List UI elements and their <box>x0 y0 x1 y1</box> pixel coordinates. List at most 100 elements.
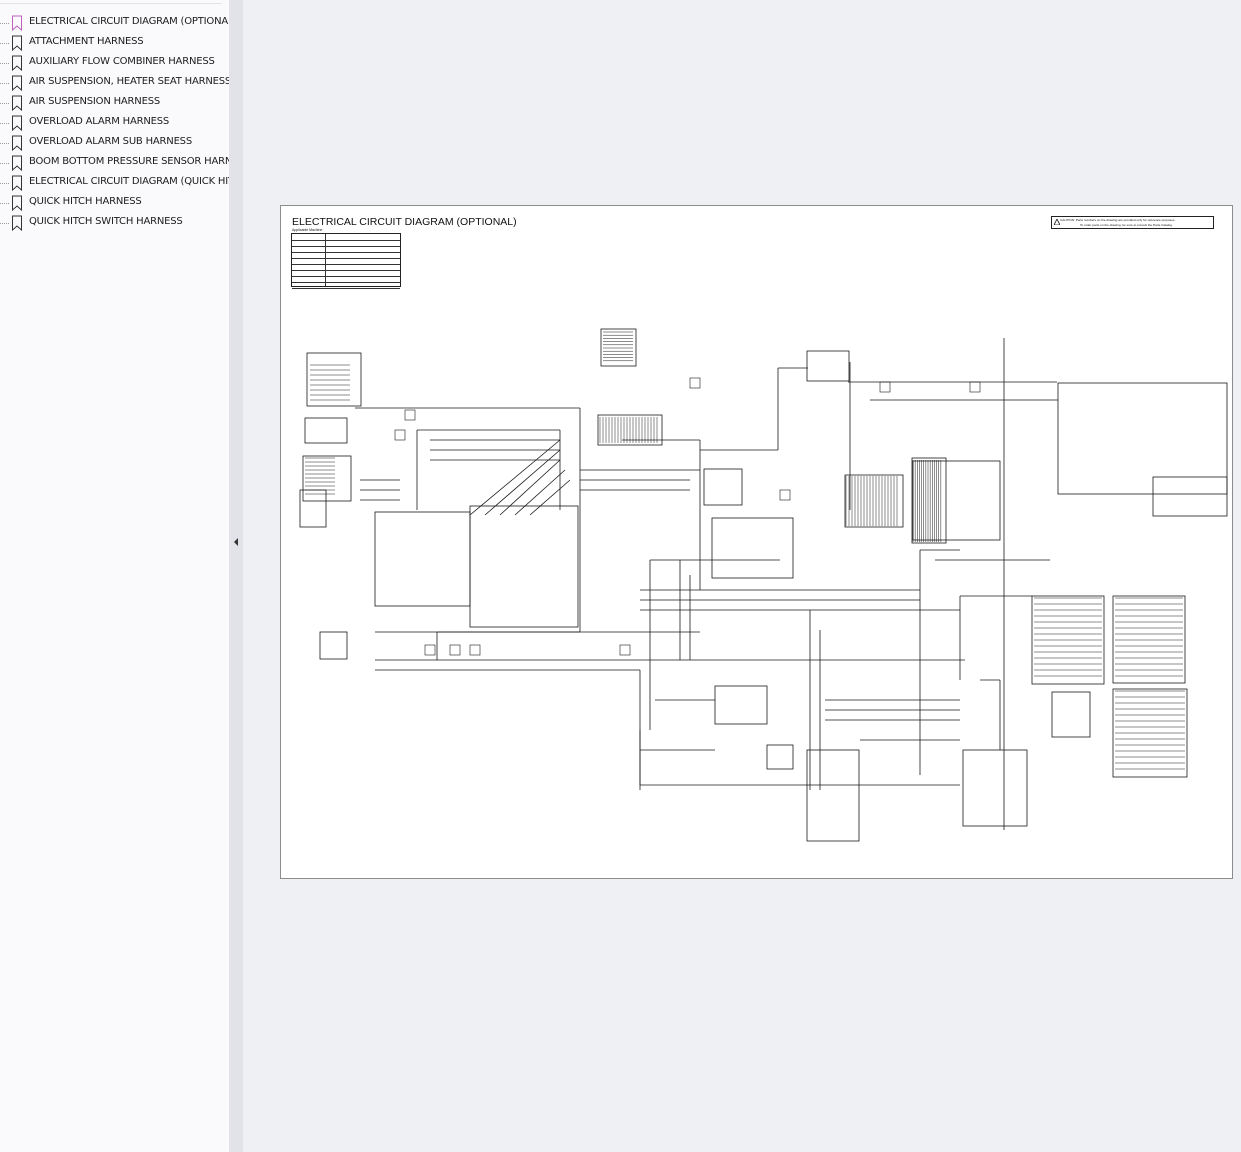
tree-connector <box>0 23 9 24</box>
component-box <box>449 644 461 656</box>
component-box <box>424 644 436 656</box>
tree-connector <box>0 223 9 224</box>
component-box <box>844 474 904 528</box>
component-box <box>1152 476 1228 517</box>
wire <box>484 449 561 516</box>
table-row <box>292 252 400 259</box>
tree-connector <box>0 203 9 204</box>
table-row <box>292 264 400 271</box>
bookmark-icon <box>12 35 22 51</box>
bookmark-icon <box>12 75 22 91</box>
applicable-machine-table <box>291 233 401 289</box>
caution-note: CAUTION: Parts numbers on the drawing ar… <box>1051 216 1214 229</box>
document-page <box>280 205 1233 879</box>
component-box <box>779 489 791 501</box>
component-box <box>394 429 406 441</box>
component-box <box>1051 691 1091 738</box>
wire <box>514 469 566 516</box>
bookmark-label: AUXILIARY FLOW COMBINER HARNESS <box>29 56 215 67</box>
component-box <box>766 744 794 770</box>
table-divider <box>325 234 326 286</box>
component-box <box>714 685 768 725</box>
component-box <box>374 511 471 607</box>
bookmark-label: ATTACHMENT HARNESS <box>29 36 144 47</box>
caution-text-2: To order parts on the drawing, be sure t… <box>1080 223 1173 227</box>
wire <box>529 479 571 516</box>
bookmark-icon <box>12 115 22 131</box>
table-row <box>292 282 400 289</box>
bookmark-label: QUICK HITCH HARNESS <box>29 196 142 207</box>
component-box <box>1112 595 1186 684</box>
wire <box>469 439 561 516</box>
bookmark-item[interactable]: ELECTRICAL CIRCUIT DIAGRAM (OPTIONAL) <box>0 13 237 33</box>
bookmark-icon <box>12 155 22 171</box>
panel-splitter[interactable] <box>229 0 243 1152</box>
component-box <box>299 489 327 528</box>
bookmark-item[interactable]: AIR SUSPENSION HARNESS <box>0 93 228 113</box>
component-box <box>711 517 794 579</box>
bookmark-item[interactable]: AUXILIARY FLOW COMBINER HARNESS <box>0 53 228 73</box>
tree-connector <box>0 83 9 84</box>
component-box <box>600 328 637 367</box>
component-box <box>1031 595 1105 685</box>
tree-connector <box>0 183 9 184</box>
bookmark-label: QUICK HITCH SWITCH HARNESS <box>29 216 183 227</box>
bookmark-item[interactable]: ELECTRICAL CIRCUIT DIAGRAM (QUICK HITCH) <box>0 173 251 193</box>
tree-connector <box>0 143 9 144</box>
applicable-machine-label: Applicable Machine <box>292 228 323 232</box>
component-box <box>879 381 891 393</box>
tree-connector <box>0 123 9 124</box>
bookmark-label: AIR SUSPENSION, HEATER SEAT HARNESS <box>29 76 232 87</box>
bookmark-icon <box>12 95 22 111</box>
bookmark-label: AIR SUSPENSION HARNESS <box>29 96 160 107</box>
tree-connector <box>0 63 9 64</box>
diagram-title: ELECTRICAL CIRCUIT DIAGRAM (OPTIONAL) <box>292 216 517 228</box>
component-box <box>911 457 947 544</box>
wire <box>499 459 561 516</box>
bookmark-item[interactable]: QUICK HITCH SWITCH HARNESS <box>0 213 228 233</box>
tree-connector <box>0 103 9 104</box>
component-box <box>597 414 663 446</box>
bookmark-label: BOOM BOTTOM PRESSURE SENSOR HARNESS <box>29 156 251 167</box>
component-box <box>302 455 352 502</box>
panel-divider <box>0 3 222 4</box>
bookmark-icon <box>12 135 22 151</box>
component-box <box>1057 382 1228 495</box>
component-box <box>404 409 416 421</box>
component-box <box>304 417 348 444</box>
table-row <box>292 270 400 277</box>
table-row <box>292 234 400 241</box>
table-row <box>292 276 400 283</box>
warning-icon <box>1054 219 1060 225</box>
bookmark-icon <box>12 195 22 211</box>
table-row <box>292 246 400 253</box>
bookmark-icon <box>12 215 22 231</box>
component-box <box>962 749 1028 827</box>
bookmark-item[interactable]: QUICK HITCH HARNESS <box>0 193 228 213</box>
bookmark-item[interactable]: ATTACHMENT HARNESS <box>0 33 228 53</box>
component-box <box>806 749 860 842</box>
component-box <box>319 631 348 660</box>
bookmark-label: ELECTRICAL CIRCUIT DIAGRAM (QUICK HITCH) <box>29 176 252 187</box>
component-box <box>306 352 362 407</box>
bookmark-label: ELECTRICAL CIRCUIT DIAGRAM (OPTIONAL) <box>29 16 238 27</box>
component-box <box>619 644 631 656</box>
bookmark-item[interactable]: AIR SUSPENSION, HEATER SEAT HARNESS <box>0 73 232 93</box>
component-box <box>703 468 743 506</box>
caution-text-1: CAUTION: Parts numbers on the drawing ar… <box>1060 218 1176 222</box>
component-box <box>969 381 981 393</box>
bookmark-item[interactable]: OVERLOAD ALARM HARNESS <box>0 113 228 133</box>
circuit-schematic <box>299 328 1228 842</box>
component-box <box>469 644 481 656</box>
bookmark-item[interactable]: OVERLOAD ALARM SUB HARNESS <box>0 133 228 153</box>
bookmarks-panel: ELECTRICAL CIRCUIT DIAGRAM (OPTIONAL) ATT… <box>0 0 251 1152</box>
bookmark-item[interactable]: BOOM BOTTOM PRESSURE SENSOR HARNESS <box>0 153 251 173</box>
chevron-left-icon[interactable] <box>231 534 241 550</box>
bookmark-label: OVERLOAD ALARM SUB HARNESS <box>29 136 192 147</box>
table-row <box>292 258 400 265</box>
tree-connector <box>0 163 9 164</box>
component-box <box>1112 688 1188 778</box>
bookmark-icon <box>12 15 22 31</box>
component-box <box>689 377 701 389</box>
bookmark-icon <box>12 175 22 191</box>
